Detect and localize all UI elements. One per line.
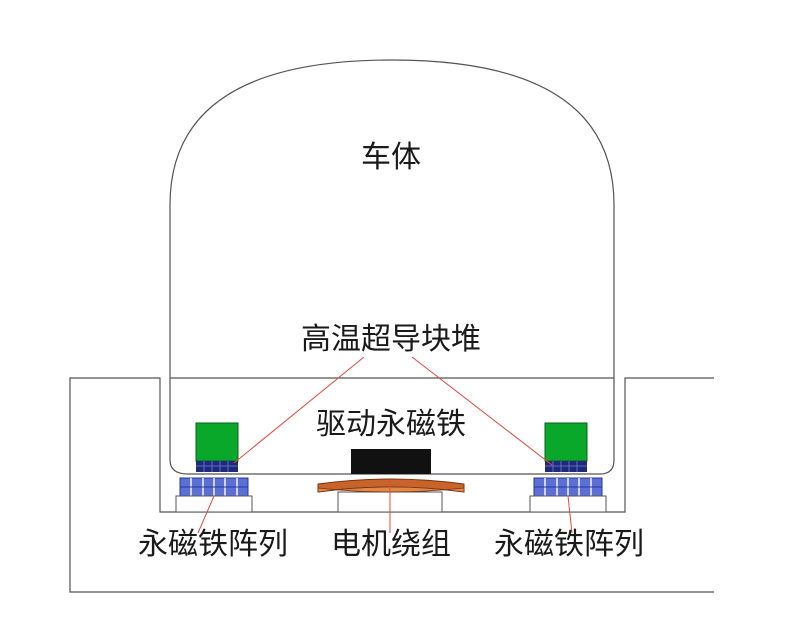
hts-bulk-right <box>544 422 588 462</box>
hts-bulk-left <box>195 422 239 462</box>
label-motor-winding: 电机绕组 <box>331 527 451 562</box>
label-drive-magnet: 驱动永磁铁 <box>316 407 466 442</box>
motor-winding <box>317 478 465 513</box>
leader-hts-right <box>411 356 553 466</box>
leader-pm-left <box>197 495 215 534</box>
pm-array-left <box>175 477 253 513</box>
hts-stack-left <box>195 422 239 472</box>
label-pm-array-right: 永磁铁阵列 <box>494 527 644 562</box>
pm-array-right <box>529 477 607 513</box>
guideway-outline <box>69 377 714 593</box>
leader-hts-left <box>233 356 365 464</box>
leader-pm-right <box>567 495 573 534</box>
label-car-body: 车体 <box>361 140 421 175</box>
hts-base-right <box>545 461 587 472</box>
label-pm-array-left: 永磁铁阵列 <box>138 527 288 562</box>
pm-array-left-base <box>175 495 253 513</box>
label-hts-stack: 高温超导块堆 <box>301 322 481 357</box>
hts-base-left <box>196 461 238 472</box>
leader-lines <box>197 356 573 534</box>
drive-magnet <box>351 449 431 474</box>
car-body-outline <box>169 59 615 475</box>
hts-stack-right <box>544 422 588 472</box>
